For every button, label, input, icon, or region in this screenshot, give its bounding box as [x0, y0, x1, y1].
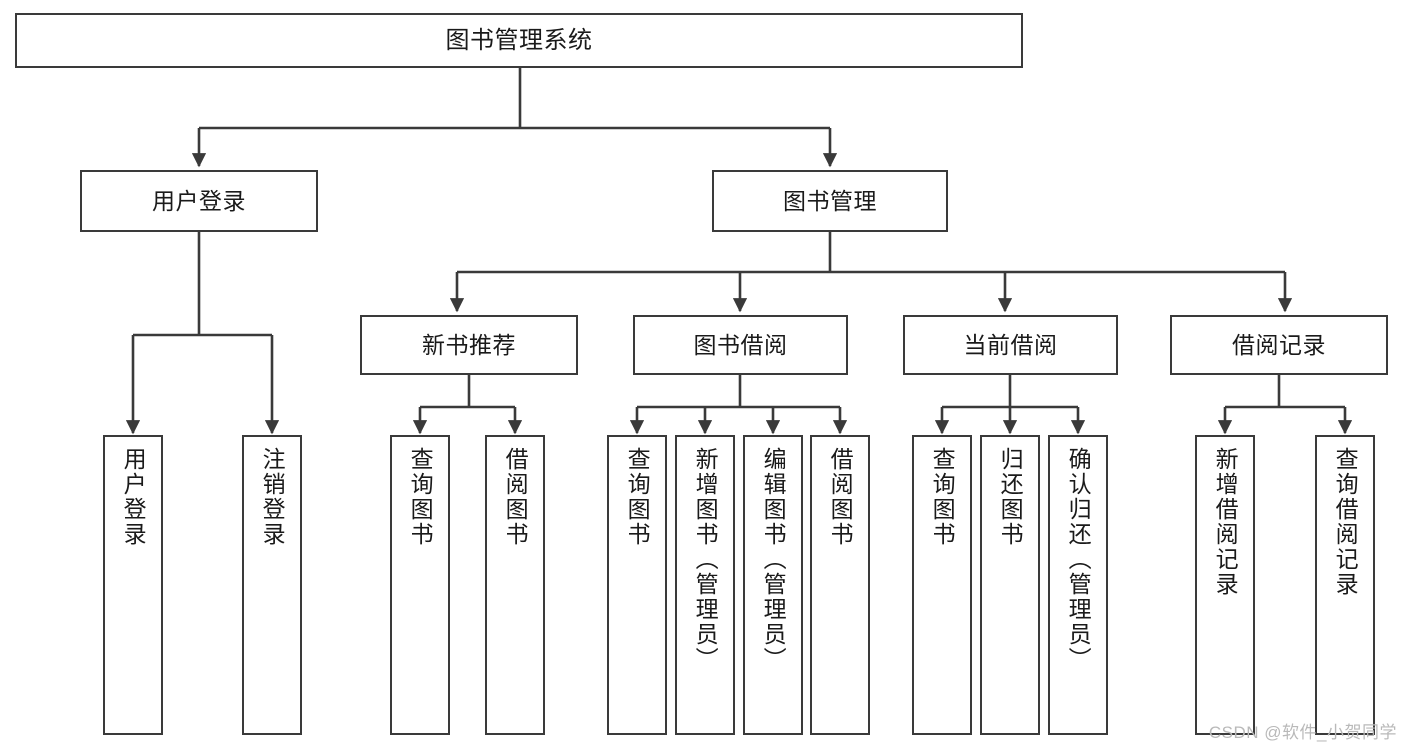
leaf-current-borrow-return-book[interactable]: 归还图书 [980, 435, 1040, 735]
node-label: 用户登录 [120, 447, 147, 547]
node-label: 借阅图书 [502, 447, 529, 547]
leaf-current-borrow-confirm-return-admin[interactable]: 确认归还（管理员） [1048, 435, 1108, 735]
node-label: 借阅记录 [1232, 331, 1326, 358]
node-label: 归还图书 [997, 447, 1024, 547]
leaf-book-borrow-add-book-admin[interactable]: 新增图书（管理员） [675, 435, 735, 735]
node-label: 编辑图书（管理员） [760, 447, 787, 672]
leaf-borrow-record-query-record[interactable]: 查询借阅记录 [1315, 435, 1375, 735]
node-label: 查询图书 [929, 447, 956, 547]
node-new-book-recommend[interactable]: 新书推荐 [360, 315, 578, 375]
node-label: 确认归还（管理员） [1065, 447, 1092, 672]
node-label: 新书推荐 [422, 331, 516, 358]
watermark: CSDN @软件_小贺同学 [1208, 723, 1397, 742]
node-current-borrow[interactable]: 当前借阅 [903, 315, 1118, 375]
leaf-book-borrow-borrow-book[interactable]: 借阅图书 [810, 435, 870, 735]
node-label: 图书管理系统 [445, 26, 593, 54]
node-label: 用户登录 [152, 187, 246, 214]
node-label: 图书管理 [783, 187, 877, 214]
leaf-user-login-logout[interactable]: 注销登录 [242, 435, 302, 735]
node-label: 借阅图书 [827, 447, 854, 547]
leaf-book-borrow-query-book[interactable]: 查询图书 [607, 435, 667, 735]
leaf-current-borrow-query-book[interactable]: 查询图书 [912, 435, 972, 735]
node-borrow-record[interactable]: 借阅记录 [1170, 315, 1388, 375]
node-root-book-management-system[interactable]: 图书管理系统 [15, 13, 1023, 68]
node-label: 查询图书 [624, 447, 651, 547]
node-label: 查询图书 [407, 447, 434, 547]
node-label: 图书借阅 [693, 331, 788, 358]
node-label: 新增图书（管理员） [692, 447, 719, 672]
leaf-book-borrow-edit-book-admin[interactable]: 编辑图书（管理员） [743, 435, 803, 735]
leaf-new-book-borrow-book[interactable]: 借阅图书 [485, 435, 545, 735]
node-label: 查询借阅记录 [1332, 447, 1359, 597]
leaf-user-login-login[interactable]: 用户登录 [103, 435, 163, 735]
leaf-borrow-record-add-record[interactable]: 新增借阅记录 [1195, 435, 1255, 735]
node-label: 新增借阅记录 [1212, 447, 1239, 597]
node-book-management[interactable]: 图书管理 [712, 170, 948, 232]
node-book-borrow[interactable]: 图书借阅 [633, 315, 848, 375]
node-user-login[interactable]: 用户登录 [80, 170, 318, 232]
node-label: 注销登录 [259, 447, 286, 547]
leaf-new-book-query-book[interactable]: 查询图书 [390, 435, 450, 735]
node-label: 当前借阅 [963, 331, 1058, 358]
